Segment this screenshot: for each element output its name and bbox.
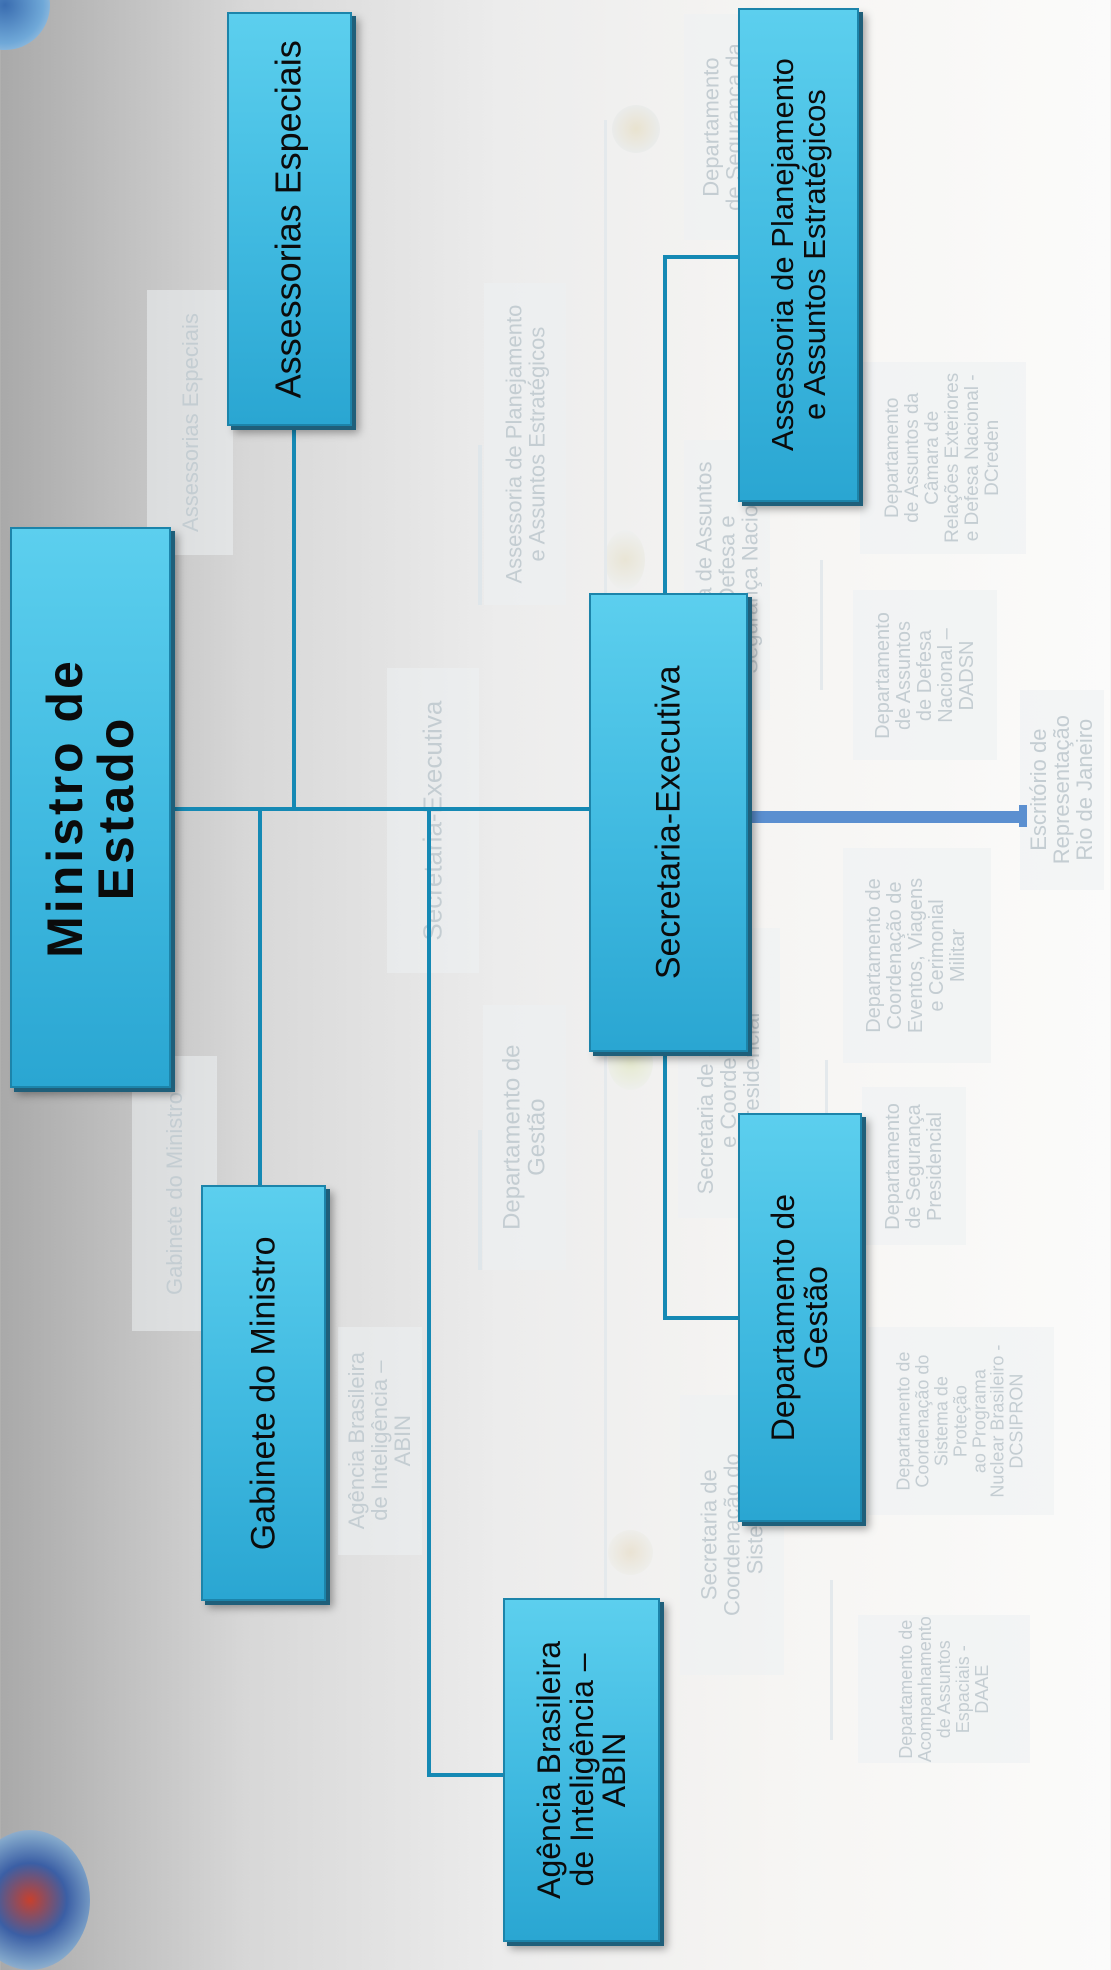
connector-gabinete xyxy=(258,807,262,1199)
emblem-top-left xyxy=(0,0,50,50)
connector-assessorias xyxy=(292,425,296,811)
node-assessorias-especiais: Assessorias Especiais xyxy=(227,12,352,426)
connector-trunk xyxy=(170,807,590,811)
emblem-faded-1 xyxy=(612,105,660,153)
emblem-faded-2 xyxy=(605,530,645,590)
node-planejamento-label: Assessoria de Planejamento e Assuntos Es… xyxy=(764,58,832,452)
ghost-dep-creden: Departamento de Assuntos da Câmara de Re… xyxy=(860,362,1026,554)
connector-planejamento xyxy=(663,255,738,259)
ghost-eventos: Departamento de Coordenação de Eventos, … xyxy=(843,848,991,1063)
node-assessoria-planejamento: Assessoria de Planejamento e Assuntos Es… xyxy=(738,8,859,502)
node-gabinete-do-ministro: Gabinete do Ministro xyxy=(201,1185,326,1601)
node-secretaria-label: Secretaria-Executiva xyxy=(649,665,688,980)
ghost-line-2 xyxy=(478,1130,482,1270)
connector-escritorio xyxy=(748,811,1023,823)
node-abin: Agência Brasileira de Inteligência – ABI… xyxy=(503,1598,660,1942)
ghost-dadsn: Departamento de Assuntos de Defesa Nacio… xyxy=(853,590,997,760)
node-abin-label: Agência Brasileira de Inteligência – ABI… xyxy=(530,1641,632,1899)
connector-dep-gestao xyxy=(663,1316,738,1320)
connector-secretaria-down xyxy=(663,1050,667,1320)
ghost-line-6 xyxy=(830,1580,833,1740)
ghost-dcsipron: Departamento de Coordenação do Sistema d… xyxy=(868,1327,1054,1515)
ghost-dep-seg-pres: Departamento de Segurança Presidencial xyxy=(862,1087,966,1245)
ghost-daae: Departamento de Acompanhamento de Assunt… xyxy=(858,1615,1030,1763)
connector-abin-vertical xyxy=(427,807,431,1777)
ghost-secretaria: Secretaria-Executiva xyxy=(387,668,479,973)
ghost-abin: Agência Brasileira de Inteligência – ABI… xyxy=(338,1327,422,1555)
node-dep-gestao-label: Departamento de Gestão xyxy=(765,1193,835,1442)
connector-escritorio-end xyxy=(1019,805,1027,827)
ghost-line-4 xyxy=(820,560,823,690)
emblem-faded-4 xyxy=(608,1530,653,1575)
ghost-assessorias: Assessorias Especiais xyxy=(147,290,233,555)
node-ministro-de-estado: Ministro de Estado xyxy=(10,527,171,1088)
emblem-bottom-left xyxy=(0,1830,90,1970)
node-departamento-gestao: Departamento de Gestão xyxy=(738,1113,862,1522)
ghost-escritorio: Escritório de Representação Rio de Janei… xyxy=(1020,690,1104,890)
ghost-line-1 xyxy=(478,445,482,605)
node-secretaria-executiva: Secretaria-Executiva xyxy=(589,593,748,1052)
node-assessorias-label: Assessorias Especiais xyxy=(268,39,310,399)
ghost-planejamento: Assessoria de Planejamento e Assuntos Es… xyxy=(484,283,566,605)
node-ministro-label: Ministro de Estado xyxy=(36,657,144,958)
node-gabinete-label: Gabinete do Ministro xyxy=(244,1236,283,1550)
connector-abin-horizontal xyxy=(427,1773,503,1777)
ghost-dep-gestao: Departamento de Gestão xyxy=(483,1005,566,1270)
connector-secretaria-up xyxy=(663,255,667,593)
